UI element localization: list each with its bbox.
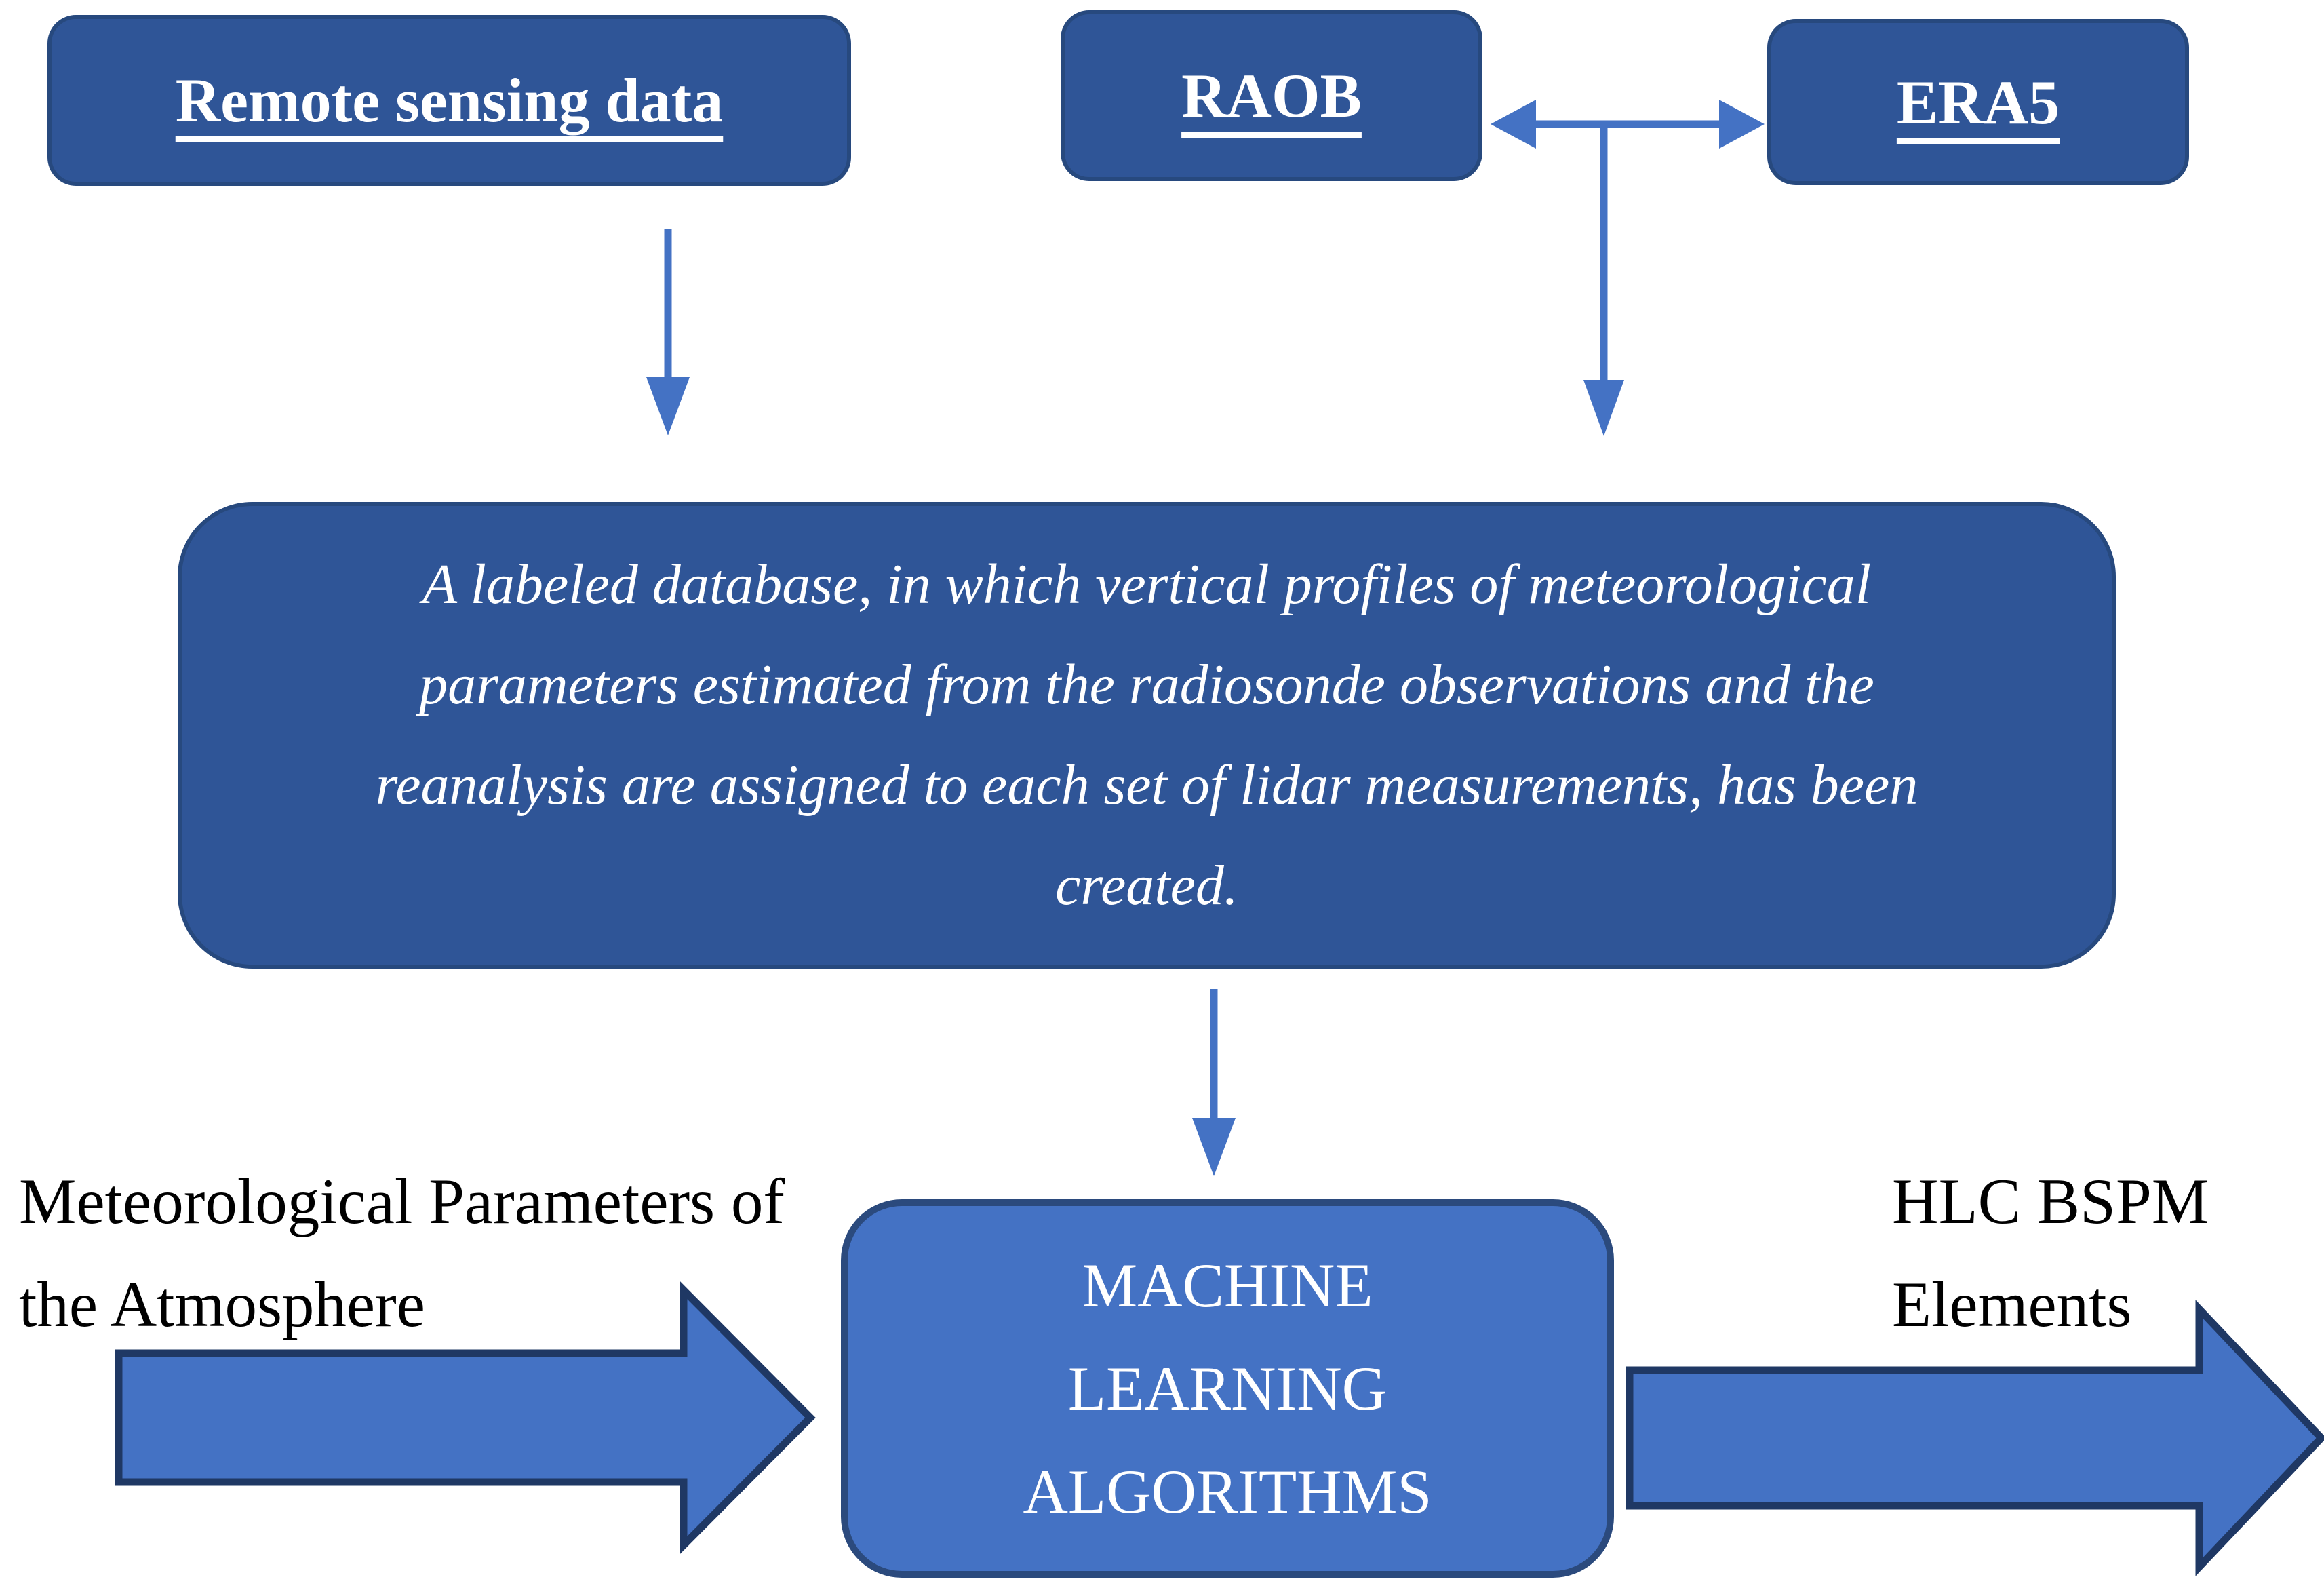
ml-text-line: MACHINE	[1082, 1251, 1373, 1320]
arrow-raob-era5-bidirectional	[1491, 100, 1765, 436]
database-text-line: created.	[1055, 854, 1238, 917]
arrowhead-down-icon	[646, 377, 690, 435]
database-text-line: reanalysis are assigned to each set of l…	[375, 754, 1918, 817]
output-label: HLC BSPM Elements	[1892, 1150, 2209, 1356]
arrowhead-down-icon	[1583, 380, 1624, 436]
arrowhead-down-icon	[1192, 1118, 1236, 1176]
input-label-line: Meteorological Parameters of	[19, 1165, 785, 1237]
arrowhead-left-icon	[1491, 100, 1536, 149]
ml-text-line: ALGORITHMS	[1023, 1457, 1432, 1526]
era5-label: ERA5	[1896, 67, 2060, 137]
ml-algorithms-box: MACHINE LEARNING ALGORITHMS	[841, 1199, 1614, 1578]
block-arrow-shape	[115, 1281, 816, 1555]
arrow-database-to-ml	[1192, 989, 1236, 1176]
block-arrow-shape	[1626, 1300, 2324, 1576]
raob-box: RAOB	[1061, 10, 1482, 181]
block-arrow-input	[115, 1281, 816, 1555]
arrowhead-right-icon	[1719, 100, 1765, 149]
arrow-remote-sensing-to-database	[646, 229, 690, 435]
ml-text-line: LEARNING	[1067, 1354, 1387, 1423]
era5-box: ERA5	[1767, 19, 2189, 185]
remote-sensing-data-label: Remote sensing data	[175, 66, 724, 135]
database-text-line: parameters estimated from the radiosonde…	[419, 653, 1874, 716]
block-arrow-output	[1626, 1300, 2324, 1576]
remote-sensing-data-box: Remote sensing data	[47, 15, 851, 186]
input-label-line: the Atmosphere	[19, 1268, 425, 1340]
raob-label: RAOB	[1181, 61, 1362, 130]
output-label-line: Elements	[1892, 1268, 2132, 1340]
labeled-database-box: A labeled database, in which vertical pr…	[178, 502, 2116, 969]
output-label-line: HLC BSPM	[1892, 1165, 2209, 1237]
database-text-line: A labeled database, in which vertical pr…	[422, 553, 1872, 616]
input-label: Meteorological Parameters of the Atmosph…	[19, 1150, 785, 1356]
